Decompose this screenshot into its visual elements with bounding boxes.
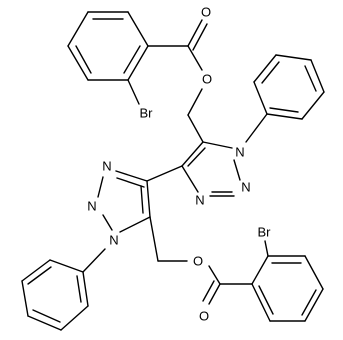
bottom-ester-oxygen-label: O [193,254,203,269]
bond-line [119,216,151,233]
bond-line [261,61,280,84]
bottom-carbonyl-double-bond-a [208,283,221,305]
left-triazole-n1-label: N [109,233,118,248]
top-o-ch2-bond [187,88,203,116]
right-triazole-n3-label: N [195,193,204,208]
top-carbonyl-double-bond-a [187,19,203,47]
bond-line [181,165,199,193]
bond-line [27,266,52,285]
bond-line [140,185,144,214]
bottom-carbonyl-double-bond-b [202,280,215,302]
right-n-phenyl-bond [245,113,268,143]
left-triazole-n3-label: N [102,159,111,174]
bond-line [76,275,82,303]
bond-line [102,214,113,231]
left-n-phenyl-bond [82,248,106,273]
bond-line [21,280,29,317]
bond-line [127,11,149,47]
right-phenyl-ring [253,54,325,120]
top-bromine-label: Br [140,106,154,121]
bond-line [233,159,241,181]
right-triazole-n1-label: N [235,145,244,160]
bond-line [116,177,145,188]
bond-line [97,176,104,198]
bond-line [251,255,269,285]
bond-line [253,54,277,83]
bond-line [60,305,89,331]
bond-line [123,45,141,74]
top-benzene-ring [67,11,149,81]
top-ester-oxygen-label: O [202,72,212,87]
bottom-carbonyl-oxygen-label: O [199,309,209,324]
right-triazole-n2-label: N [241,180,250,195]
bond-line [21,259,51,282]
bond-line [49,259,84,273]
right-triazole-ring [181,141,241,197]
top-c-br-bond [127,79,140,105]
bond-line [67,45,89,81]
bond-line [310,59,325,93]
left-triazole-ring [97,170,151,233]
bond-line [146,180,151,218]
triazole-triazole-bond [146,165,183,182]
bond-line [266,113,303,120]
bond-line [202,141,233,149]
bond-line [115,170,148,182]
bond-line [67,11,89,47]
left-triazole-n2-label: N [87,199,96,214]
left-phenyl-ring [21,259,89,331]
top-ch2-triazole-bond [187,114,204,143]
bond-line [253,81,268,115]
bond-line [304,255,324,290]
bond-line [275,54,312,61]
bond-line [187,147,206,167]
bottom-ester-o-carbonyl-bond [208,265,221,285]
bottom-bromine-label: Br [258,225,272,240]
bond-line [258,285,274,315]
bond-line [301,289,317,316]
bond-line [304,65,317,92]
bottom-benzene-ring [251,255,324,322]
bottom-c-br-bond [264,240,269,257]
bond-line [27,315,62,331]
top-carbonyl-ester-o-bond [187,45,203,71]
bond-line [251,283,271,322]
bottom-triazole-ch2-bond [149,216,159,262]
bond-line [82,271,89,307]
bond-line [181,141,204,167]
top-carbonyl-double-bond-b [192,23,208,51]
bond-line [269,107,299,113]
bond-line [32,309,61,323]
bond-line [304,288,324,322]
bond-line [301,91,325,120]
bond-line [75,45,92,74]
top-carbonyl-oxygen-label: O [201,5,211,20]
bond-line [127,45,149,81]
